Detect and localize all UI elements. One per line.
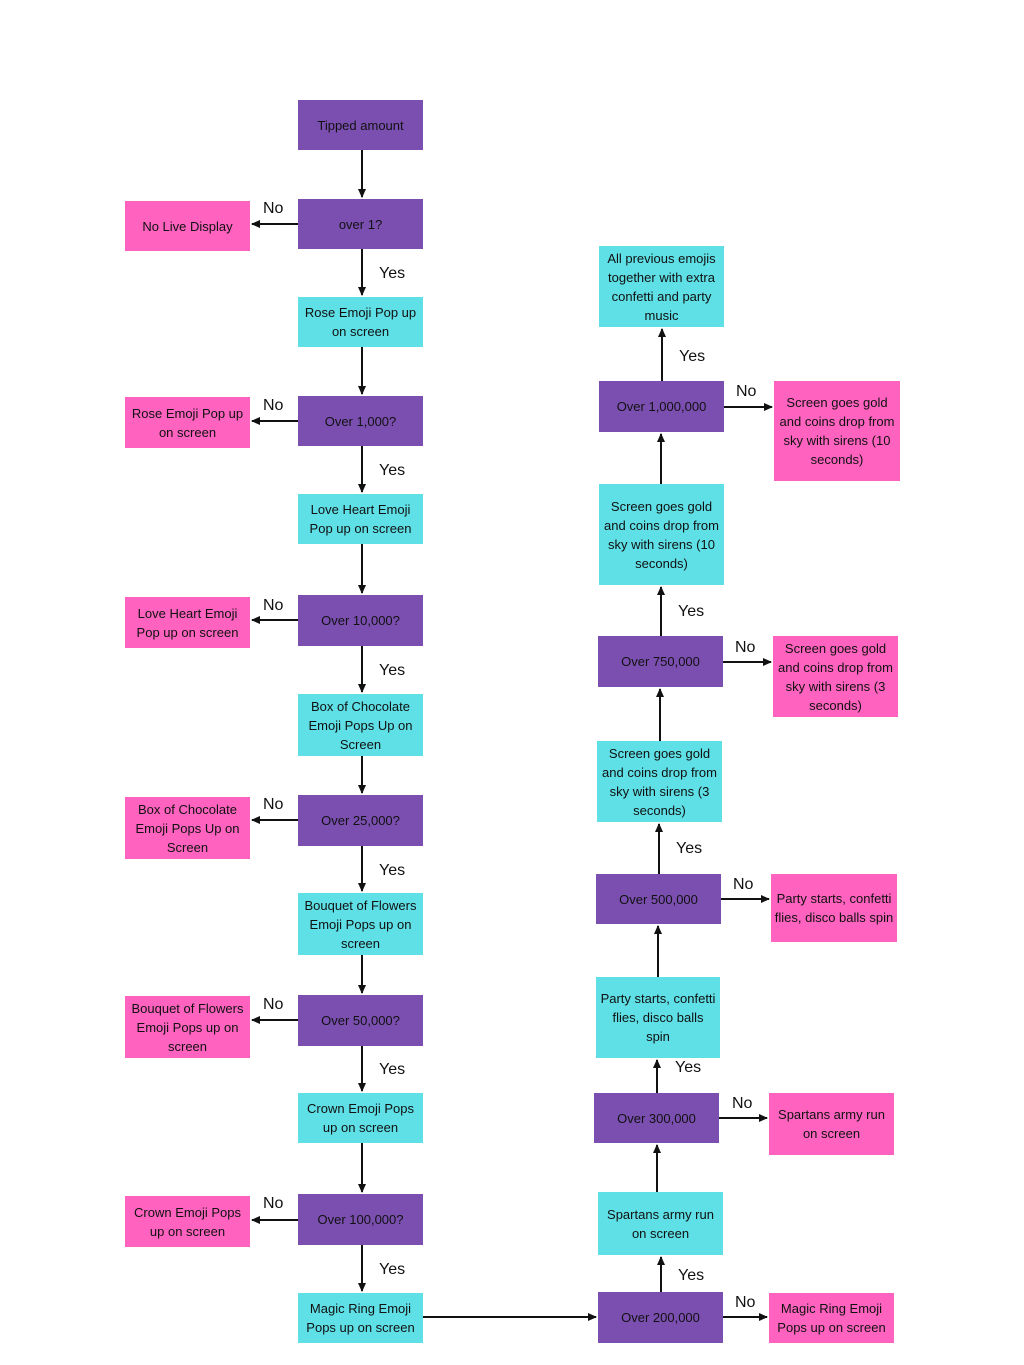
node-r7n: Magic Ring Emoji Pops up on screen — [769, 1293, 894, 1343]
node-tipped-text: Tipped amount — [317, 117, 404, 133]
node-r6y-text: Magic Ring Emoji Pops up on screen — [306, 1301, 415, 1335]
node-r7y-text: Spartans army run on screen — [607, 1206, 714, 1241]
node-r3n: Love Heart Emoji Pop up on screen — [125, 597, 250, 648]
node-q4: Over 25,000? — [298, 795, 423, 846]
node-r8n-text: Spartans army run on screen — [778, 1107, 885, 1141]
yes-label-q11: Yes — [679, 348, 706, 365]
no-label-q2: No — [263, 397, 284, 414]
node-q3-text: Over 10,000? — [321, 613, 400, 628]
node-r1n-text: No Live Display — [142, 218, 233, 234]
node-r4y-text: Bouquet of Flowers Emoji Pops up on scre… — [304, 897, 417, 951]
node-r1y-text: Rose Emoji Pop up on screen — [304, 305, 417, 339]
no-label-q6: No — [263, 1195, 284, 1212]
node-q3: Over 10,000? — [298, 595, 423, 646]
no-label-q1: No — [263, 200, 284, 217]
node-r2y: Love Heart Emoji Pop up on screen — [298, 494, 423, 544]
node-r5n-text: Bouquet of Flowers Emoji Pops up on scre… — [131, 1000, 244, 1054]
node-r11n: Screen goes gold and coins drop from sky… — [774, 381, 900, 481]
node-r8y: Party starts, confetti flies, disco ball… — [596, 977, 720, 1058]
yes-label-q7: Yes — [678, 1267, 705, 1284]
node-q1: over 1? — [298, 199, 423, 249]
node-r10y-text: Screen goes gold and coins drop from sky… — [604, 498, 719, 571]
no-label-q5: No — [263, 996, 284, 1013]
node-r10n-text: Screen goes gold and coins drop from sky… — [778, 640, 893, 713]
yes-label-q10: Yes — [678, 603, 705, 620]
node-r1n: No Live Display — [125, 201, 250, 251]
yes-label-q2: Yes — [379, 462, 406, 479]
node-r6n: Crown Emoji Pops up on screen — [125, 1196, 250, 1247]
node-r5y-text: Crown Emoji Pops up on screen — [307, 1101, 414, 1135]
node-r3y: Box of Chocolate Emoji Pops Up on Screen — [298, 694, 423, 756]
node-q8-text: Over 300,000 — [617, 1110, 696, 1126]
node-r6n-text: Crown Emoji Pops up on screen — [134, 1204, 241, 1239]
node-r3y-text: Box of Chocolate Emoji Pops Up on Screen — [308, 698, 413, 752]
node-q9: Over 500,000 — [596, 874, 721, 924]
node-tipped: Tipped amount — [298, 100, 423, 150]
node-r2y-text: Love Heart Emoji Pop up on screen — [309, 502, 412, 536]
no-label-q8: No — [732, 1095, 753, 1112]
node-r9y-text: Screen goes gold and coins drop from sky… — [602, 745, 717, 818]
node-r7y: Spartans army run on screen — [598, 1192, 723, 1255]
node-r5n: Bouquet of Flowers Emoji Pops up on scre… — [125, 996, 250, 1058]
yes-label-q5: Yes — [379, 1061, 406, 1078]
no-label-q4: No — [263, 796, 284, 813]
node-q9-text: Over 500,000 — [619, 891, 698, 907]
node-q1-text: over 1? — [338, 216, 383, 232]
node-q4-text: Over 25,000? — [321, 813, 400, 828]
node-r8n: Spartans army run on screen — [769, 1093, 894, 1155]
node-r4n-text: Box of Chocolate Emoji Pops Up on Screen — [135, 801, 240, 855]
node-r11y: All previous emojis together with extra … — [599, 246, 724, 327]
node-r4y: Bouquet of Flowers Emoji Pops up on scre… — [298, 893, 423, 955]
node-q10: Over 750,000 — [598, 636, 723, 687]
node-q8: Over 300,000 — [594, 1093, 719, 1143]
yes-label-q4: Yes — [379, 862, 406, 879]
node-r5y: Crown Emoji Pops up on screen — [298, 1093, 423, 1143]
node-q5-text: Over 50,000? — [321, 1013, 400, 1028]
node-q11: Over 1,000,000 — [599, 381, 724, 432]
no-label-q9: No — [733, 876, 754, 893]
node-r9n: Party starts, confetti flies, disco ball… — [771, 874, 897, 942]
node-q7: Over 200,000 — [598, 1292, 723, 1343]
node-r10y: Screen goes gold and coins drop from sky… — [599, 484, 724, 585]
node-q2-text: Over 1,000? — [324, 413, 397, 429]
node-r7n-text: Magic Ring Emoji Pops up on screen — [777, 1301, 886, 1335]
node-q11-text: Over 1,000,000 — [616, 399, 707, 414]
node-r3n-text: Love Heart Emoji Pop up on screen — [136, 605, 239, 640]
node-q7-text: Over 200,000 — [621, 1310, 700, 1325]
node-r2n: Rose Emoji Pop up on screen — [125, 397, 250, 448]
node-r8y-text: Party starts, confetti flies, disco ball… — [600, 991, 716, 1044]
node-q6-text: Over 100,000? — [317, 1212, 404, 1227]
node-r4n: Box of Chocolate Emoji Pops Up on Screen — [125, 797, 250, 859]
node-q10-text: Over 750,000 — [621, 654, 700, 669]
node-r11y-text: All previous emojis together with extra … — [607, 250, 716, 323]
node-q6: Over 100,000? — [298, 1194, 423, 1245]
no-label-q7: No — [735, 1294, 756, 1311]
yes-label-q3: Yes — [379, 662, 406, 679]
node-r9y: Screen goes gold and coins drop from sky… — [597, 741, 722, 822]
node-r11n-text: Screen goes gold and coins drop from sky… — [779, 395, 895, 467]
yes-label-q9: Yes — [676, 840, 703, 857]
node-r6y: Magic Ring Emoji Pops up on screen — [298, 1293, 423, 1343]
yes-label-q1: Yes — [379, 265, 406, 282]
node-r9n-text: Party starts, confetti flies, disco ball… — [774, 891, 894, 925]
no-label-q3: No — [263, 597, 284, 614]
no-label-q10: No — [735, 639, 756, 656]
node-r1y: Rose Emoji Pop up on screen — [298, 297, 423, 347]
node-q5: Over 50,000? — [298, 995, 423, 1046]
node-r2n-text: Rose Emoji Pop up on screen — [131, 405, 244, 440]
no-label-q11: No — [736, 383, 757, 400]
node-q2: Over 1,000? — [298, 396, 423, 446]
node-r10n: Screen goes gold and coins drop from sky… — [773, 636, 898, 717]
yes-label-q8: Yes — [675, 1059, 702, 1076]
yes-label-q6: Yes — [379, 1261, 406, 1278]
